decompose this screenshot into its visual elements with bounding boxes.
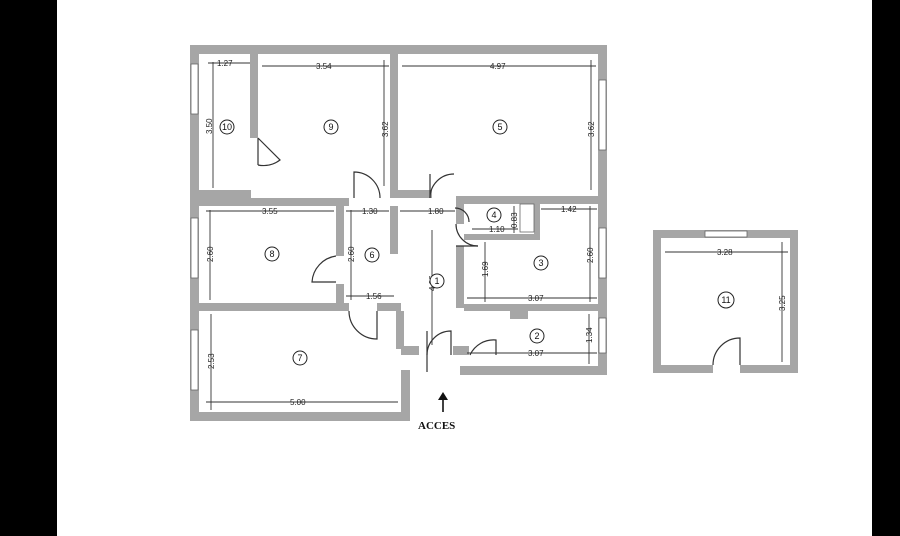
dimension-lines <box>206 60 788 410</box>
doors <box>257 137 497 372</box>
dim-room8-height: 2.60 <box>206 246 215 262</box>
room-marker-8: 8 <box>264 246 280 262</box>
access-arrowhead <box>438 392 448 400</box>
svg-text:10: 10 <box>222 122 232 132</box>
dim-room2-width: 3.07 <box>528 349 544 358</box>
svg-text:3: 3 <box>538 258 543 268</box>
room-marker-7: 7 <box>292 350 308 366</box>
svg-text:9: 9 <box>328 122 333 132</box>
dim-room9-height: 3.62 <box>381 121 390 137</box>
svg-text:6: 6 <box>369 250 374 260</box>
interior-walls <box>199 54 607 349</box>
svg-text:1: 1 <box>434 276 439 286</box>
dim-room8-width: 3.55 <box>262 207 278 216</box>
svg-text:5: 5 <box>497 122 502 132</box>
dim-room4-height: 0.83 <box>510 212 519 228</box>
dim-room6-width: 1.30 <box>362 207 378 216</box>
room-markers: 10 9 5 8 6 4 3 1 2 7 11 <box>219 119 735 366</box>
dim-room10-width: 1.27 <box>217 59 233 68</box>
dim-room5-width: 4.97 <box>490 62 506 71</box>
dim-room3-height: 2.60 <box>586 247 595 263</box>
room-11-walls <box>653 230 798 373</box>
dim-room2-height: 1.34 <box>585 327 594 343</box>
dim-hall-width: 1.56 <box>366 292 382 301</box>
dim-room3-width: 3.07 <box>528 294 544 303</box>
access-label: ACCES <box>418 420 455 432</box>
dim-room7-width: 5.00 <box>290 398 306 407</box>
svg-text:7: 7 <box>297 353 302 363</box>
dim-room10-height: 3.50 <box>205 118 214 134</box>
dim-room3-top: 1.42 <box>561 205 577 214</box>
room-marker-10: 10 <box>219 119 235 135</box>
room-marker-3: 3 <box>533 255 549 271</box>
room-marker-5: 5 <box>492 119 508 135</box>
room-marker-1: 1 <box>429 273 445 289</box>
dim-room9-width: 3.54 <box>316 62 332 71</box>
dim-room7-height: 2.53 <box>207 353 216 369</box>
svg-text:8: 8 <box>269 249 274 259</box>
dim-room6-height: 2.60 <box>347 246 356 262</box>
dim-room3-inner: 1.69 <box>481 261 490 277</box>
dim-room4-width: 1.10 <box>489 225 505 234</box>
room-marker-9: 9 <box>323 119 339 135</box>
dim-room11-height: 3.25 <box>778 295 787 311</box>
room-marker-11: 11 <box>717 291 735 309</box>
room-marker-6: 6 <box>364 247 380 263</box>
dim-room5-height: 3.62 <box>587 121 596 137</box>
access-marker: ACCES <box>418 392 455 432</box>
room-marker-2: 2 <box>529 328 545 344</box>
svg-text:2: 2 <box>534 331 539 341</box>
dim-room1-width: 1.80 <box>428 207 444 216</box>
dim-room11-width: 3.28 <box>717 248 733 257</box>
svg-text:4: 4 <box>491 210 496 220</box>
svg-text:11: 11 <box>721 295 730 305</box>
windows <box>190 63 607 391</box>
room-marker-4: 4 <box>486 207 502 223</box>
